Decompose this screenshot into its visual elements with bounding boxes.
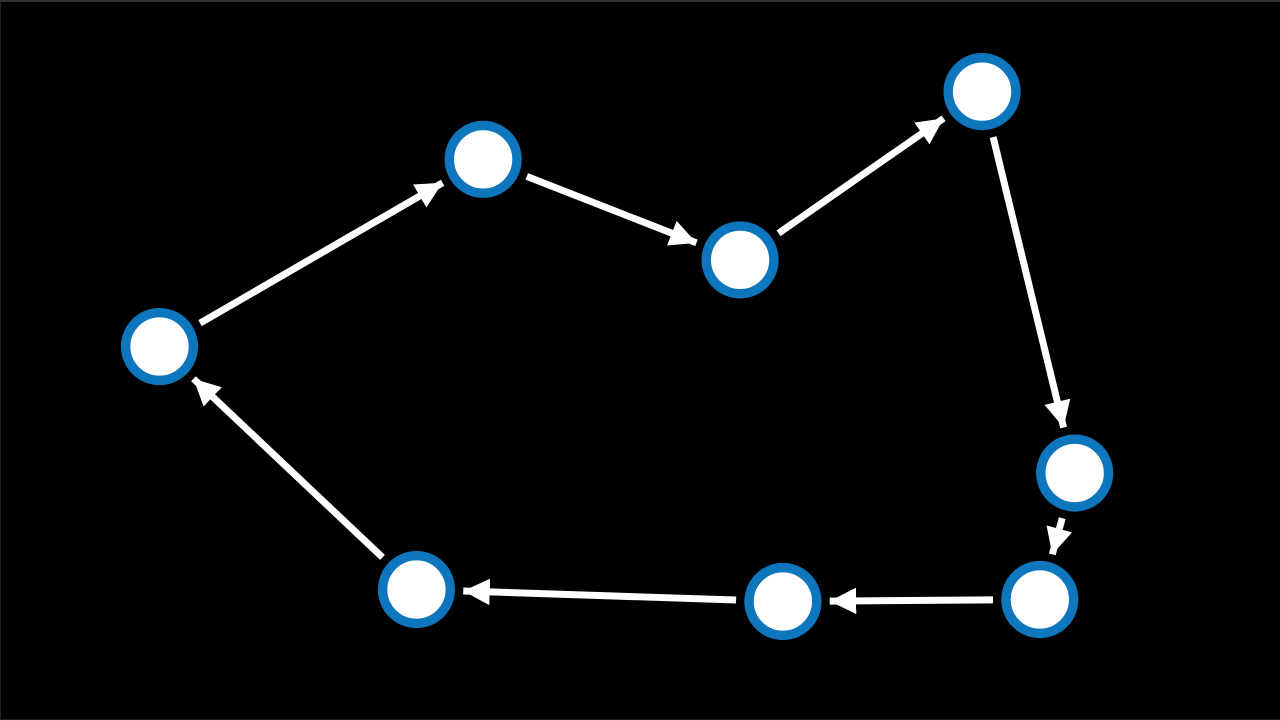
graph-edge-n1-n2 xyxy=(198,179,445,327)
graph-node-n2 xyxy=(444,120,522,198)
nodes-layer xyxy=(120,53,1114,641)
edges-layer xyxy=(191,115,1073,615)
graph-node-n1 xyxy=(120,307,199,386)
graph-node-n8 xyxy=(377,550,456,629)
graph-edge-n3-n4 xyxy=(776,115,946,237)
graph-edge-n6-n7 xyxy=(829,587,994,615)
graph-node-n6 xyxy=(1001,560,1079,639)
graph-node-n5 xyxy=(1036,434,1114,512)
graph-node-n3 xyxy=(701,221,779,299)
graph-edge-n5-n6 xyxy=(1046,517,1073,556)
graph-node-n7 xyxy=(744,562,822,641)
graph-node-n4 xyxy=(943,53,1021,131)
graph-edge-n2-n3 xyxy=(525,173,698,247)
graph-edge-n4-n5 xyxy=(989,136,1071,429)
graph-edge-n8-n1 xyxy=(191,376,385,560)
graph-edge-n7-n8 xyxy=(463,578,737,606)
